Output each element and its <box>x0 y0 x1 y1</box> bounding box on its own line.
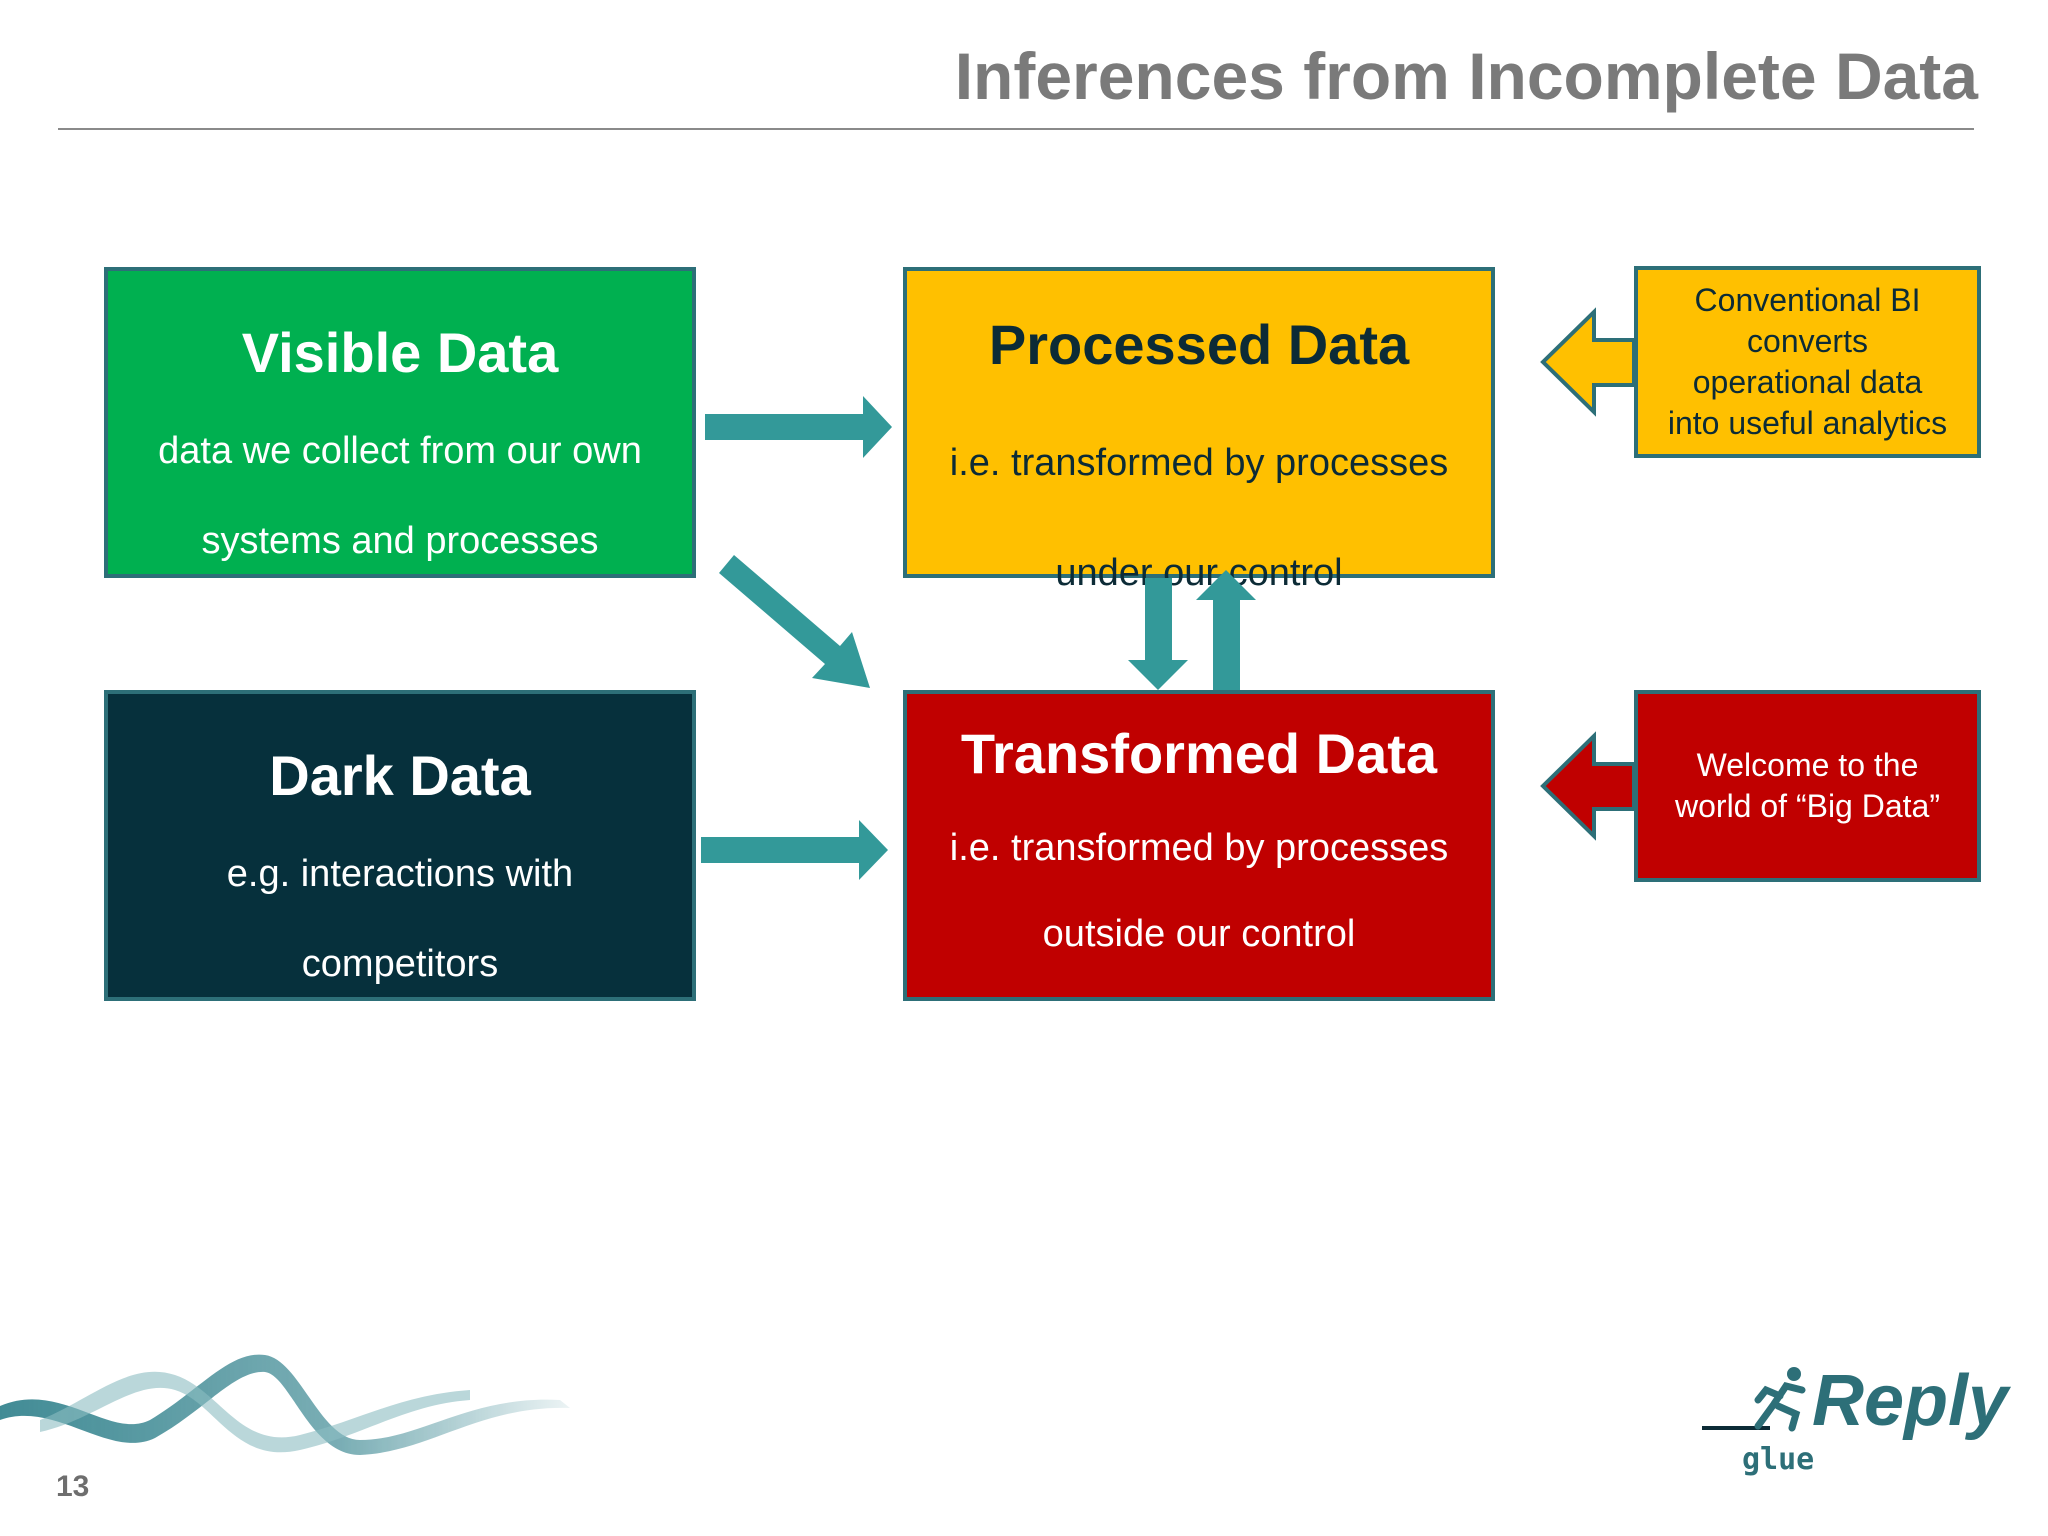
processed-data-desc-line-1: i.e. transformed by processes <box>949 442 1449 484</box>
dark-data-desc-line-1: e.g. interactions with <box>226 853 574 895</box>
visible-data-title: Visible Data <box>241 321 559 384</box>
transformed-data-desc-line-2: outside our control <box>1042 913 1356 955</box>
processed-data-desc-line-2: under our control <box>1055 552 1343 594</box>
arrow-transformed-to-processed <box>1196 570 1256 690</box>
visible-data-box: Visible Data data we collect from our ow… <box>104 267 696 578</box>
visible-data-desc-line-2: systems and processes <box>201 520 599 562</box>
bi-note-line-1: Conventional BI <box>1694 282 1921 318</box>
transformed-data-desc-line-3: (e.g. Social Media) <box>1040 999 1358 1041</box>
logo-sub-text: glue <box>1742 1442 1815 1477</box>
logo-brand-text: Reply <box>1812 1361 2009 1441</box>
slide-title: Inferences from Incomplete Data <box>954 39 1978 113</box>
arrow-visible-to-processed <box>705 396 892 458</box>
transformed-data-box: Transformed Data i.e. transformed by pro… <box>903 690 1495 1041</box>
reply-glue-logo: Reply glue <box>1700 1360 2008 1490</box>
visible-data-desc-line-1: data we collect from our own <box>158 430 642 472</box>
big-data-note: Welcome to the world of “Big Data” <box>1634 690 1981 882</box>
big-data-note-line-1: Welcome to the <box>1696 747 1919 783</box>
conventional-bi-note: Conventional BI converts operational dat… <box>1634 266 1981 458</box>
processed-data-box: Processed Data i.e. transformed by proce… <box>903 267 1495 594</box>
arrow-big-data-callout <box>1540 731 1636 841</box>
arrow-dark-to-transformed <box>701 820 888 880</box>
dark-data-desc-line-2: competitors <box>301 943 499 985</box>
big-data-note-line-2: world of “Big Data” <box>1675 788 1940 824</box>
arrow-visible-to-transformed <box>719 555 870 688</box>
decorative-wave <box>0 1354 570 1455</box>
page-number: 13 <box>56 1470 90 1503</box>
arrow-bi-callout <box>1540 307 1636 417</box>
bi-note-line-4: into useful analytics <box>1667 405 1948 441</box>
dark-data-title: Dark Data <box>269 744 531 807</box>
processed-data-title: Processed Data <box>988 313 1410 376</box>
arrow-processed-to-transformed <box>1128 578 1188 690</box>
transformed-data-title: Transformed Data <box>960 722 1438 785</box>
title-divider <box>58 128 1974 130</box>
runner-icon <box>1702 1367 1806 1432</box>
bi-note-line-3: operational data <box>1692 364 1923 400</box>
dark-data-box: Dark Data e.g. interactions with competi… <box>104 690 696 1001</box>
bi-note-line-2: converts <box>1747 323 1868 359</box>
transformed-data-desc-line-1: i.e. transformed by processes <box>949 827 1449 869</box>
